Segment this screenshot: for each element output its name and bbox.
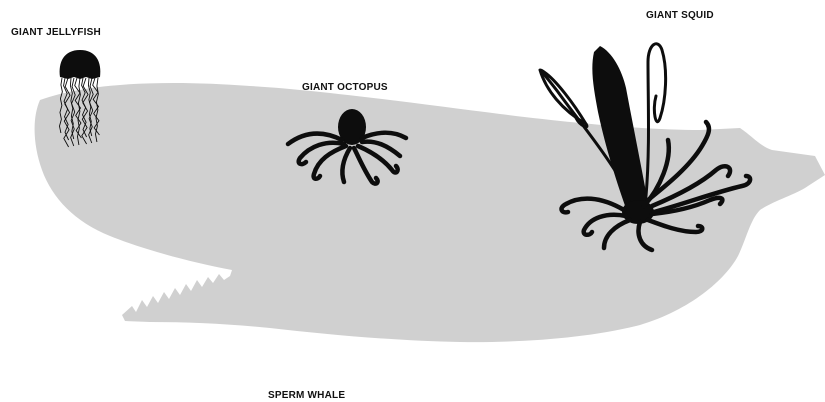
giant-octopus-label: GIANT OCTOPUS	[302, 82, 388, 93]
giant-squid-label: GIANT SQUID	[646, 10, 714, 21]
sperm-whale-label: SPERM WHALE	[268, 390, 345, 401]
giant-jellyfish-label: GIANT JELLYFISH	[11, 27, 101, 38]
